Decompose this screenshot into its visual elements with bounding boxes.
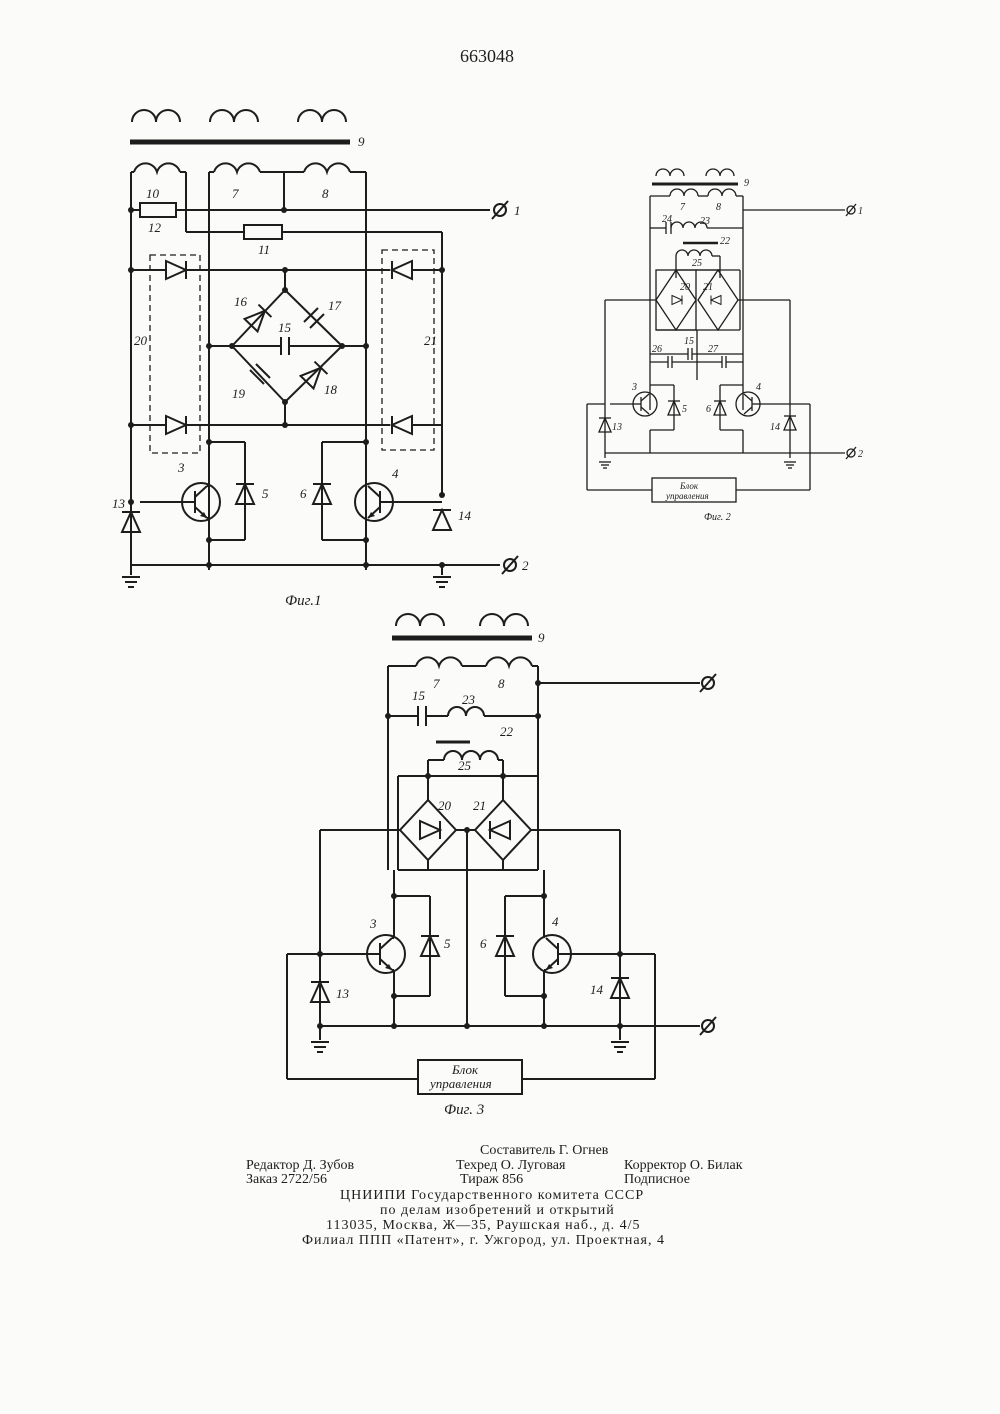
fig2-label-15: 15 [684,336,694,347]
fig2-label-6: 6 [706,404,711,415]
fig2-label-5: 5 [682,404,687,415]
fig2-label-23: 23 [700,216,710,227]
fig1-label-15: 15 [278,320,292,335]
fig3-label-21: 21 [473,798,486,813]
fig1-terminal-2: 2 [522,558,529,573]
fig2-caption: Фиг. 2 [704,512,731,523]
fig1-label-10: 10 [146,186,160,201]
fig2-label-27: 27 [708,344,719,355]
org-line-2: по делам изобретений и открытий [380,1203,615,1219]
fig1-label-19: 19 [232,386,246,401]
fig3-label-4: 4 [552,914,559,929]
fig2-label-25: 25 [692,258,702,269]
fig2-terminal-2: 2 [858,449,863,460]
fig2-label-4: 4 [756,382,761,393]
fig3-block-line1: Блок [451,1062,479,1077]
fig2-label-24: 24 [662,214,672,225]
fig3-label-5: 5 [444,936,451,951]
fig1-label-16: 16 [234,294,248,309]
fig2-label-21: 21 [703,282,713,293]
fig2-block-line2: управления [665,491,709,501]
figure-1: 9 10 7 8 12 11 16 17 15 19 18 20 21 3 5 … [112,110,529,609]
fig2-terminal-1: 1 [858,206,863,217]
fig1-label-7: 7 [232,186,239,201]
fig3-label-22: 22 [500,724,514,739]
fig3-caption: Фиг. 3 [444,1102,484,1118]
figure-2: 9 7 8 24 23 22 25 20 21 26 15 27 3 5 6 4… [587,169,863,523]
fig2-label-3: 3 [631,382,637,393]
fig1-caption: Фиг.1 [285,593,321,609]
fig1-label-9: 9 [358,134,365,149]
branch: Филиал ППП «Патент», г. Ужгород, ул. Про… [302,1233,665,1249]
order: Заказ 2722/56 [246,1172,327,1188]
fig1-terminal-1: 1 [514,203,521,218]
fig1-label-13: 13 [112,496,126,511]
fig3-label-25: 25 [458,758,472,773]
fig2-label-7: 7 [680,202,686,213]
fig1-label-20: 20 [134,333,148,348]
fig1-label-11: 11 [258,242,270,257]
fig2-label-8: 8 [716,202,721,213]
fig1-label-12: 12 [148,220,162,235]
figure-3: 9 7 8 15 23 22 25 20 21 3 5 6 4 13 14 Бл… [287,614,716,1118]
org-line-1: ЦНИИПИ Государственного комитета СССР [340,1188,644,1204]
fig1-label-14: 14 [458,508,472,523]
fig1-label-5: 5 [262,486,269,501]
fig3-label-7: 7 [433,676,440,691]
compiler: Составитель Г. Огнев [480,1143,608,1159]
fig3-label-8: 8 [498,676,505,691]
address: 113035, Москва, Ж—35, Раушская наб., д. … [326,1218,641,1234]
fig2-label-13: 13 [612,422,622,433]
fig2-label-9: 9 [744,178,749,189]
fig3-label-13: 13 [336,986,350,1001]
fig3-label-3: 3 [369,916,377,931]
subscription: Подписное [624,1172,690,1188]
fig2-label-14: 14 [770,422,780,433]
fig2-label-20: 20 [680,282,690,293]
fig3-label-15: 15 [412,688,426,703]
fig3-block-line2: управления [428,1076,492,1091]
fig1-label-17: 17 [328,298,342,313]
fig2-block-line1: Блок [679,481,699,491]
fig3-label-14: 14 [590,982,604,997]
fig1-label-3: 3 [177,460,185,475]
fig3-label-6: 6 [480,936,487,951]
fig1-label-4: 4 [392,466,399,481]
fig3-label-23: 23 [462,692,476,707]
fig3-label-9: 9 [538,630,545,645]
fig1-label-6: 6 [300,486,307,501]
fig1-label-18: 18 [324,382,338,397]
fig2-label-22: 22 [720,236,730,247]
fig1-label-8: 8 [322,186,329,201]
fig3-label-20: 20 [438,798,452,813]
fig2-label-26: 26 [652,344,662,355]
fig1-label-21: 21 [424,333,437,348]
circulation: Тираж 856 [460,1172,523,1188]
